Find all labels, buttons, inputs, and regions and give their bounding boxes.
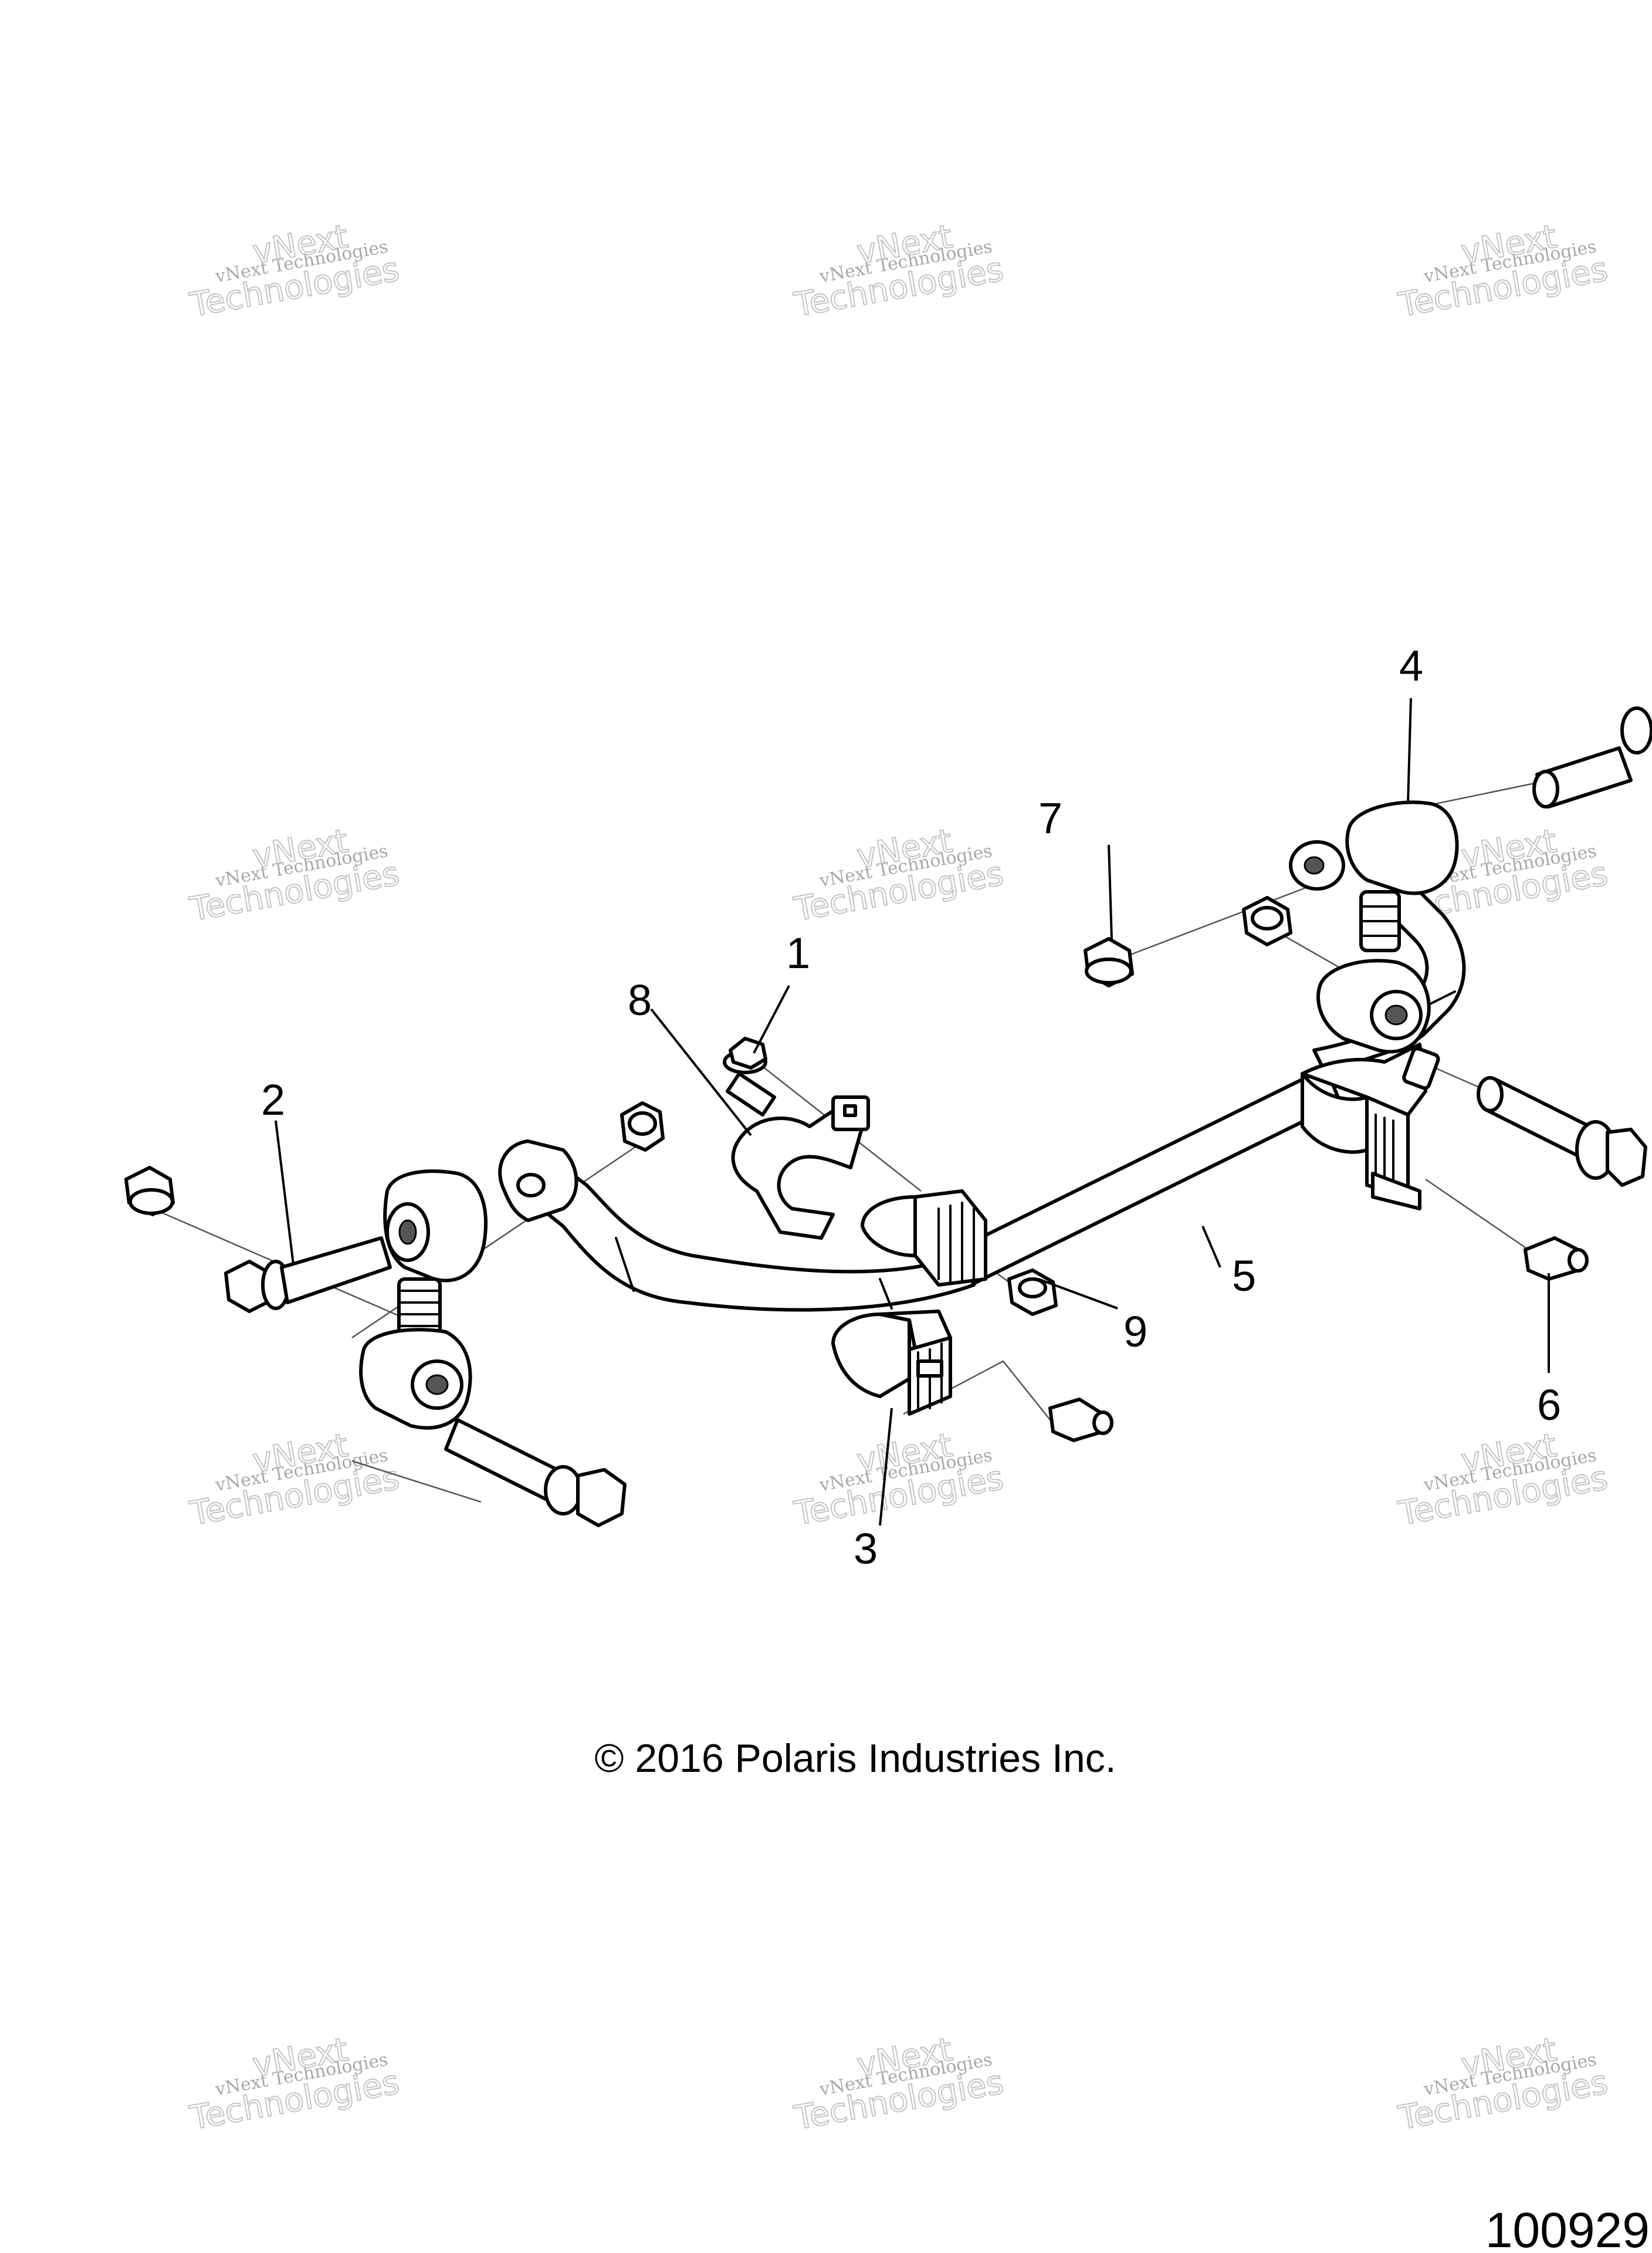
watermark-low-center: vNext Technologies vNext Technologies <box>791 1426 1007 1534</box>
bolt-right-lower <box>1477 1076 1647 1187</box>
bolt-2 <box>224 1236 392 1313</box>
bolt-1 <box>723 1037 776 1117</box>
callout-1: 1 <box>786 929 810 977</box>
watermark-mid-left: vNext Technologies vNext Technologies <box>187 821 403 929</box>
document-number: 100929 <box>1485 2203 1650 2253</box>
center-clamp-bracket <box>731 1095 870 1240</box>
watermark-top-right: vNext Technologies vNext Technologies <box>1395 217 1612 325</box>
grease-fitting-lower <box>1048 1398 1113 1442</box>
center-bushing <box>861 1189 987 1287</box>
flange-nut-left-far <box>124 1166 175 1216</box>
callout-8: 8 <box>628 976 652 1024</box>
watermark-top-left: vNext Technologies vNext Technologies <box>187 217 403 325</box>
watermark-top-center: vNext Technologies vNext Technologies <box>791 217 1007 325</box>
watermark-low-left: vNext Technologies vNext Technologies <box>187 1426 403 1534</box>
lower-bushing <box>831 1310 952 1416</box>
bolt-lower-left <box>444 1418 627 1527</box>
callout-9: 9 <box>1123 1307 1147 1356</box>
copyright-text: © 2016 Polaris Industries Inc. <box>594 1736 1116 1781</box>
callout-6: 6 <box>1537 1381 1561 1429</box>
right-link-assembly <box>1289 800 1459 1054</box>
watermark-bottom-right: vNext Technologies vNext Technologies <box>1395 2030 1612 2138</box>
flange-nut-7 <box>1084 937 1134 987</box>
flange-nut-right-upper <box>1242 896 1292 946</box>
flange-nut-left-bar <box>620 1101 665 1152</box>
leader-lines <box>275 698 1550 1526</box>
watermark-mid-center: vNext Technologies vNext Technologies <box>791 821 1007 929</box>
callout-7: 7 <box>1038 794 1062 843</box>
bolt-right-upper <box>1532 706 1652 808</box>
watermark-low-right: vNext Technologies vNext Technologies <box>1395 1426 1612 1534</box>
left-link-assembly <box>359 1169 488 1430</box>
callout-2: 2 <box>261 1075 285 1124</box>
callout-4: 4 <box>1399 641 1423 690</box>
watermark-bottom-center: vNext Technologies vNext Technologies <box>791 2030 1007 2138</box>
grease-fitting-6 <box>1524 1236 1589 1281</box>
callout-5: 5 <box>1232 1251 1256 1300</box>
flange-nut-9 <box>1007 1268 1058 1316</box>
callout-3: 3 <box>854 1524 878 1573</box>
right-bushing-clamp <box>1301 1043 1440 1210</box>
watermark-bottom-left: vNext Technologies vNext Technologies <box>187 2030 403 2138</box>
